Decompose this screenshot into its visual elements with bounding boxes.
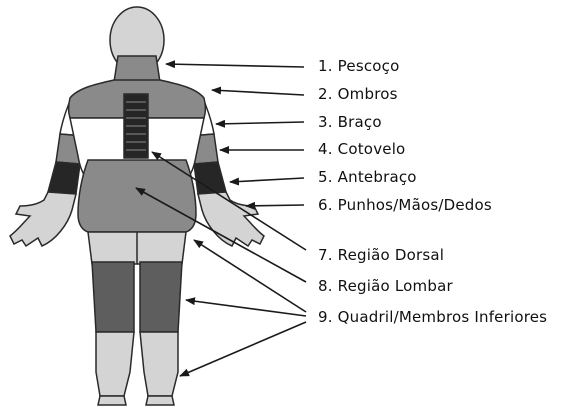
label-cotovelo: 4. Cotovelo [318, 140, 405, 158]
human-figure [10, 7, 264, 405]
arrow-braco [216, 122, 304, 124]
arrow-quadril-3 [180, 322, 306, 376]
neck-region [114, 56, 160, 82]
label-braco: 3. Braço [318, 113, 382, 131]
label-pescoco: 1. Pescoço [318, 57, 399, 75]
label-quadril: 9. Quadril/Membros Inferiores [318, 308, 547, 326]
arrow-antebraco [230, 178, 304, 182]
label-ombros: 2. Ombros [318, 85, 398, 103]
label-dorsal: 7. Região Dorsal [318, 246, 444, 264]
lower-back-region [78, 160, 196, 232]
right-leg-dark [140, 262, 182, 332]
left-leg-dark [92, 262, 134, 332]
left-forearm [48, 162, 80, 194]
right-lower-leg [140, 332, 178, 396]
label-lombar: 8. Região Lombar [318, 277, 453, 295]
right-hand [198, 192, 264, 246]
left-hand [10, 192, 76, 246]
label-punhos: 6. Punhos/Mãos/Dedos [318, 196, 492, 214]
left-foot [98, 396, 126, 405]
right-foot [146, 396, 174, 405]
left-lower-leg [96, 332, 134, 396]
label-antebraco: 5. Antebraço [318, 168, 417, 186]
arrow-pescoco [166, 64, 304, 67]
arrow-punhos [246, 205, 304, 206]
arrow-quadril-2 [186, 300, 306, 316]
arrow-ombros [212, 90, 304, 95]
